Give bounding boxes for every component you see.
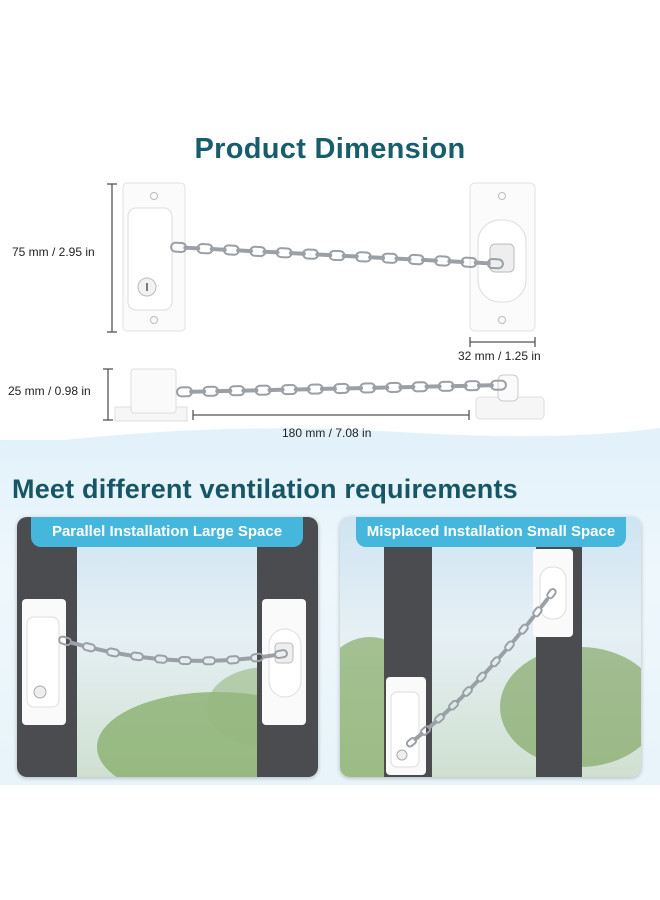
chain-link — [262, 249, 280, 255]
chain-link — [450, 383, 468, 389]
depth-dimension-line — [103, 368, 113, 421]
chain-link — [486, 258, 504, 270]
misplaced-installation-label: Misplaced Installation Small Space — [356, 517, 626, 547]
chain-link — [405, 736, 418, 748]
chain-link — [166, 657, 180, 663]
chain-link — [189, 389, 207, 394]
misplaced-installation-illustration — [340, 517, 641, 777]
chain-link — [315, 252, 333, 258]
chain-link — [238, 656, 252, 662]
wave-divider — [0, 428, 660, 460]
dimension-diagram — [103, 182, 545, 422]
chain-link — [106, 647, 120, 658]
chain-link — [341, 253, 359, 259]
chain-link — [489, 379, 507, 391]
chain-link — [202, 656, 216, 666]
chain-link — [118, 651, 132, 658]
lock-plate — [22, 599, 66, 725]
chain-link — [154, 654, 168, 664]
chain-link — [473, 260, 491, 266]
chain-link — [293, 387, 311, 392]
chain-link — [525, 615, 536, 626]
chain-link — [497, 648, 508, 659]
chain-link — [82, 642, 96, 653]
chain-link — [483, 664, 494, 675]
lock-plate — [386, 677, 426, 775]
chain-link — [267, 387, 285, 393]
chain-link — [546, 588, 557, 600]
chain-link — [288, 251, 306, 256]
parallel-installation-illustration — [17, 517, 318, 777]
chain-link — [319, 386, 337, 391]
chain-link — [262, 653, 276, 659]
receiver-side-view — [475, 374, 545, 420]
chain-link — [236, 248, 254, 254]
chain-link — [346, 386, 364, 391]
panel-misplaced-installation: Misplaced Installation Small Space — [340, 517, 641, 777]
chain-link — [447, 259, 465, 264]
chain-link — [368, 255, 386, 260]
chain — [58, 635, 288, 666]
chain-side-view — [176, 379, 507, 398]
lock-side-view — [114, 368, 188, 422]
depth-label: 25 mm / 0.98 in — [8, 384, 91, 398]
chain-link — [142, 655, 156, 661]
chain-link — [540, 597, 549, 608]
height-dimension-line — [107, 183, 117, 333]
panel-parallel-installation: Parallel Installation Large Space — [17, 517, 318, 777]
chain-link — [215, 388, 233, 394]
chain-link — [398, 384, 416, 390]
receiver-plate-front — [469, 182, 536, 332]
chain-link — [183, 245, 201, 251]
lock-plate-front — [122, 182, 186, 332]
height-label: 75 mm / 2.95 in — [12, 245, 95, 259]
product-dimension-title: Product Dimension — [194, 133, 466, 165]
length-dimension-line — [192, 410, 470, 420]
chain-front-view — [170, 241, 504, 270]
chain-link — [226, 655, 240, 665]
parallel-installation-label: Parallel Installation Large Space — [31, 517, 303, 547]
chain-link — [476, 383, 494, 388]
chain-link — [532, 606, 543, 618]
chain-link — [178, 655, 192, 666]
chain-link — [274, 649, 288, 659]
chain-link — [394, 256, 412, 262]
chain-link — [424, 384, 442, 389]
chain-link — [190, 658, 204, 663]
chain — [405, 588, 557, 748]
chain-link — [209, 247, 227, 252]
length-label: 180 mm / 7.08 in — [282, 426, 372, 440]
chain-link — [241, 388, 259, 393]
chain-link — [420, 257, 438, 263]
chain-link — [214, 658, 228, 663]
receiver-plate — [262, 599, 306, 725]
chain-link — [372, 385, 390, 390]
width-dimension-line — [469, 337, 536, 347]
width-label: 32 mm / 1.25 in — [458, 349, 541, 363]
chain-link — [130, 651, 144, 662]
receiver-plate — [533, 549, 573, 637]
ventilation-heading: Meet different ventilation requirements — [12, 474, 518, 504]
chain-link — [511, 632, 522, 643]
chain-link — [94, 646, 108, 654]
